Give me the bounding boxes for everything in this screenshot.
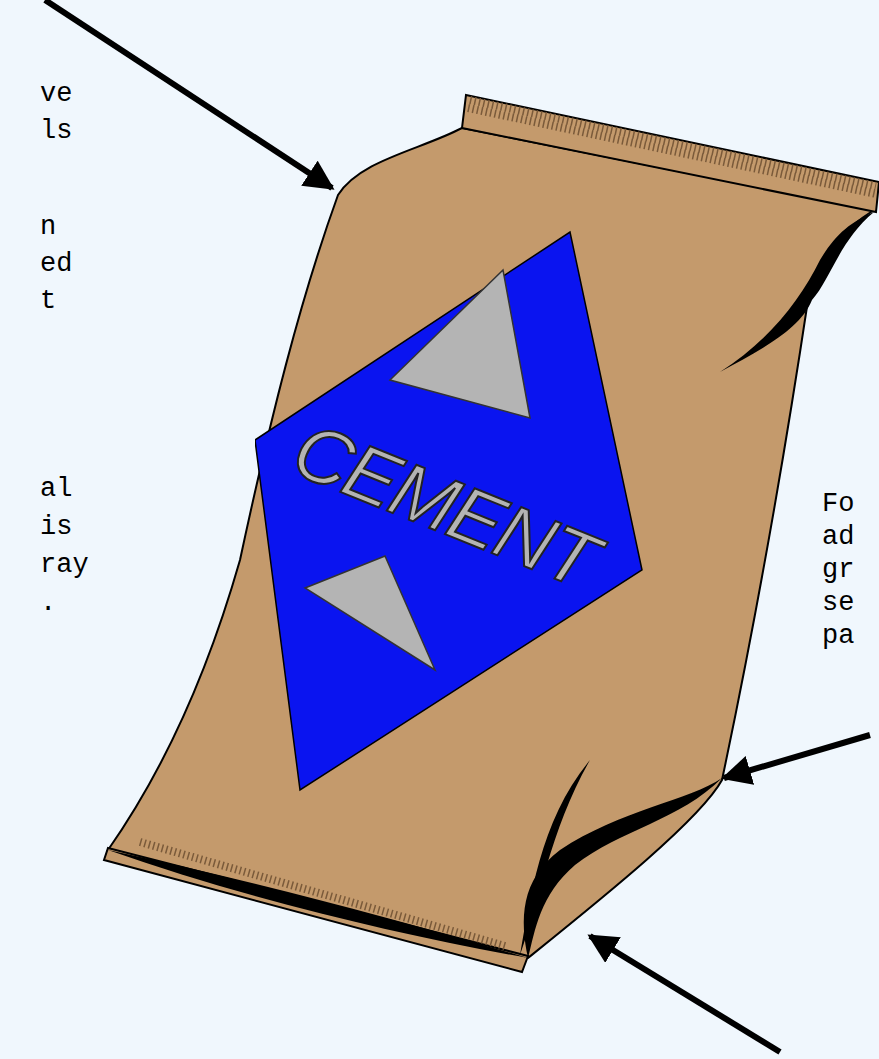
bag-fold (520, 760, 590, 955)
blue-diamond (255, 232, 642, 790)
callout-text: ve ls (40, 76, 100, 150)
gray-triangle (305, 556, 435, 670)
bag-top-seam (462, 95, 879, 212)
leader-arrow (45, 0, 332, 188)
bag-body (108, 128, 874, 958)
bag-top-seam-ridges (468, 100, 876, 194)
gray-triangle (390, 270, 530, 418)
callout-text: n ed t (40, 209, 100, 320)
label-diamond: CEMENT (255, 230, 645, 792)
callout-text: Fo ad gr se pa (822, 488, 862, 653)
bag-fold (720, 212, 874, 372)
leader-arrow (590, 936, 780, 1052)
callout-text: al is ray . (40, 470, 100, 622)
bag-bottom-seam (104, 848, 528, 972)
leader-arrow (724, 735, 870, 778)
bag-fold-bottom (108, 850, 528, 958)
bag-bottom-seam-ridges (140, 842, 505, 946)
bag-fold (524, 778, 722, 958)
